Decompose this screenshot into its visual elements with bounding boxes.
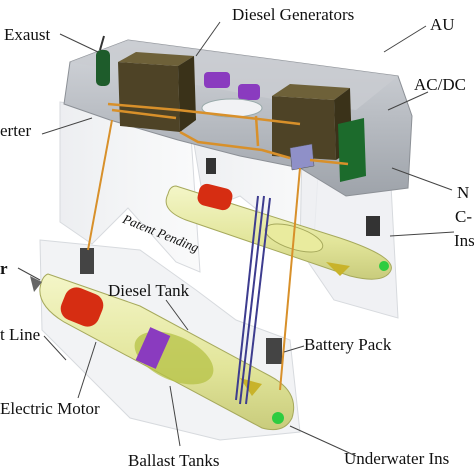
label-diesel-tank: Diesel Tank bbox=[108, 281, 190, 300]
rear-underwater-instrument bbox=[379, 261, 389, 271]
label-battery-pack: Battery Pack bbox=[304, 335, 392, 354]
label-erter: erter bbox=[0, 121, 32, 140]
leader-lines bbox=[17, 21, 455, 457]
aux-unit-2 bbox=[238, 84, 260, 100]
label-electric-motor: Electric Motor bbox=[0, 399, 100, 418]
front-underwater-instrument bbox=[272, 412, 284, 424]
label-ballast-tanks: Ballast Tanks bbox=[128, 451, 220, 470]
diesel-generator-left bbox=[118, 52, 196, 132]
electric-motor bbox=[60, 287, 104, 327]
label-n: N bbox=[457, 183, 470, 202]
aux-unit-1 bbox=[204, 72, 230, 88]
label-underwater-ins: Underwater Ins bbox=[344, 449, 450, 468]
rear-left-column bbox=[59, 101, 201, 273]
fuel-lines bbox=[107, 102, 349, 166]
control-box bbox=[289, 143, 315, 171]
label-r: r bbox=[0, 259, 8, 278]
deck-black-box bbox=[206, 158, 216, 174]
rear-diesel-tank bbox=[197, 183, 233, 211]
ac-dc-converter bbox=[338, 118, 366, 182]
front-fin bbox=[240, 378, 262, 396]
rear-battery-pack bbox=[366, 216, 380, 236]
exhaust-stack bbox=[96, 35, 110, 86]
rear-propeller bbox=[326, 262, 350, 276]
cable-risers bbox=[235, 195, 271, 405]
battery-pack bbox=[266, 338, 282, 364]
label-diesel-generators: Diesel Generators bbox=[232, 5, 355, 24]
ballast-tank bbox=[134, 327, 214, 385]
label-t-line: t Line bbox=[0, 325, 41, 344]
label-ac-dc: AC/DC bbox=[414, 75, 466, 94]
orange-risers bbox=[87, 119, 301, 391]
label-c: C- bbox=[455, 207, 472, 226]
label-exaust: Exaust bbox=[4, 25, 51, 44]
label-au: AU bbox=[430, 15, 455, 34]
column-battery bbox=[80, 248, 94, 274]
front-propeller bbox=[30, 276, 42, 292]
label-ins: Ins bbox=[454, 231, 474, 250]
